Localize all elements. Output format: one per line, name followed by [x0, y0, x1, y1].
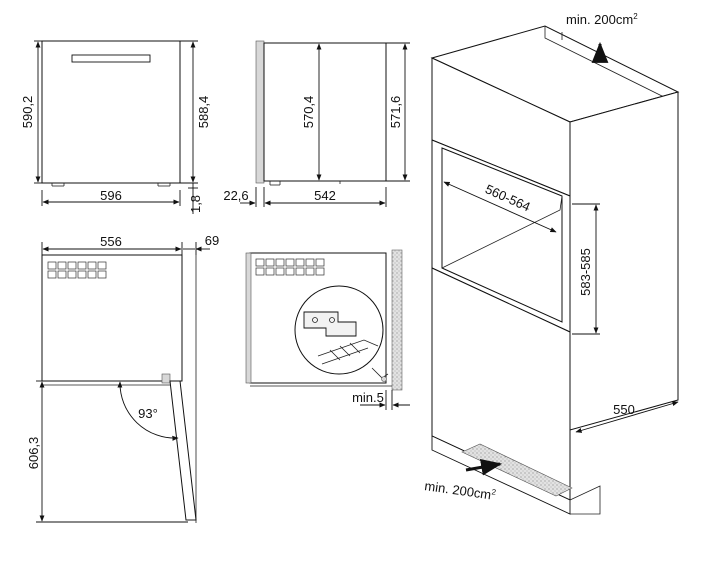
control-strip	[71, 54, 151, 63]
detail-min-gap-label: min.5	[352, 390, 384, 405]
side-depth-label: 542	[314, 188, 336, 203]
niche-height-label: 583-585	[578, 248, 593, 296]
detail-vent-grid	[255, 258, 325, 276]
hinge	[161, 373, 171, 384]
niche-view: min. 200cm2 560-564 583-585 550 min. 200…	[424, 12, 680, 515]
front-height-outer-label: 590,2	[20, 96, 35, 129]
front-height-inner-label: 588,4	[196, 96, 211, 129]
door-height-label: 606,3	[26, 437, 41, 470]
side-depth-front-label: 22,6	[223, 188, 248, 203]
front-panel	[41, 40, 181, 184]
vent-grid	[47, 261, 107, 279]
vent-top-sup: 2	[633, 12, 638, 21]
vent-top-label: min. 200cm2	[566, 12, 638, 27]
vent-bottom-label: min. 200cm2	[424, 478, 498, 503]
front-view: 590,2 588,4 1,8 596	[20, 40, 211, 214]
detail-view: min.5	[245, 249, 410, 410]
side-height-outer-label: 571,6	[388, 96, 403, 129]
front-width-label: 596	[100, 188, 122, 203]
front-gap-label: 1,8	[188, 195, 203, 213]
cabinet-wall	[391, 249, 403, 391]
depth-label: 550	[613, 402, 635, 417]
side-view: 570,4 571,6 22,6 542	[223, 40, 410, 207]
bottom-vent	[461, 443, 573, 497]
door-thickness-label: 69	[205, 233, 219, 248]
door-width-label: 556	[100, 234, 122, 249]
side-height-inner-label: 570,4	[301, 96, 316, 129]
open-door	[169, 380, 197, 521]
side-body	[263, 42, 387, 182]
door-angle-label: 93°	[138, 406, 158, 421]
vent-top-prefix: min. 200cm	[566, 12, 633, 27]
door-open-view: 556 69 93° 606,3	[26, 233, 219, 523]
side-front-panel	[255, 40, 265, 184]
vent-bottom-prefix: min. 200cm	[424, 478, 493, 502]
vent-bottom-sup: 2	[491, 487, 497, 497]
